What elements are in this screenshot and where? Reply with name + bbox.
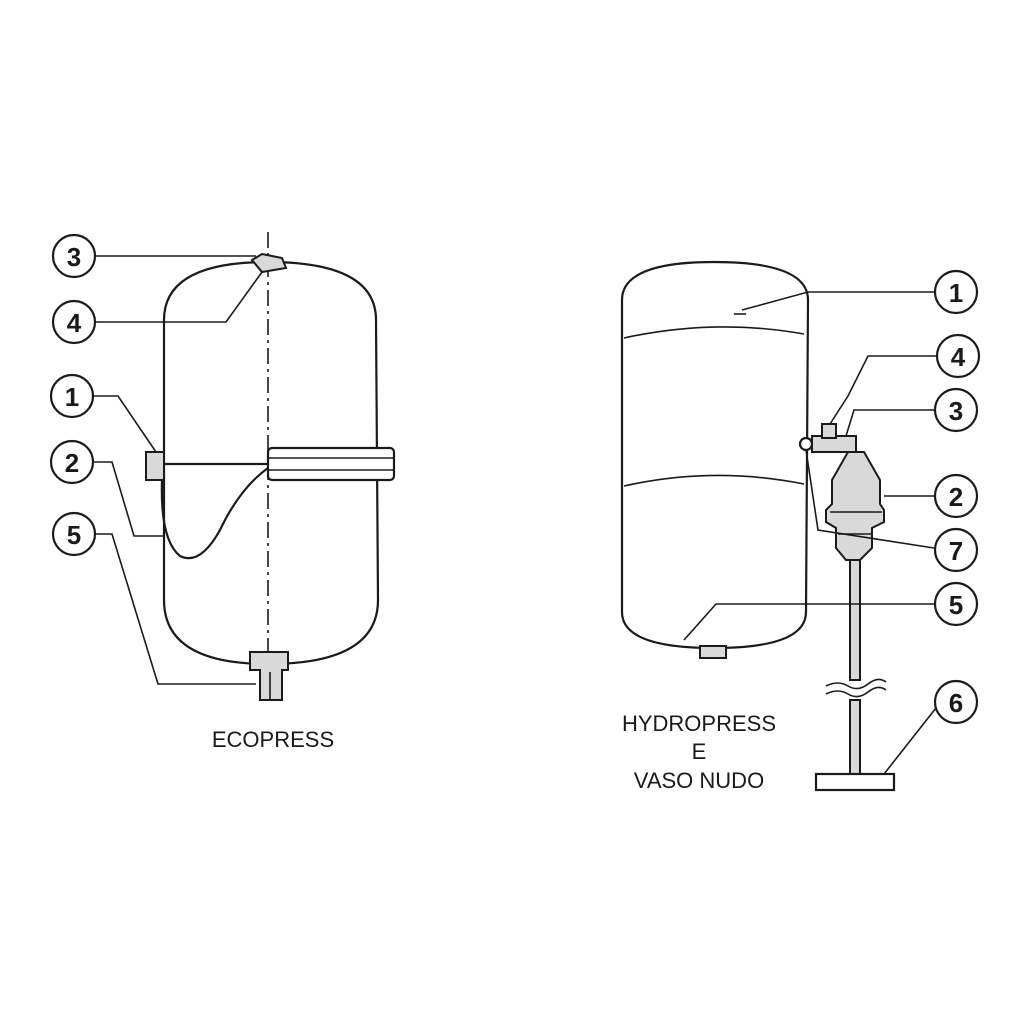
hydropress-callout-1: 1 xyxy=(933,269,979,315)
svg-text:1: 1 xyxy=(949,278,963,308)
ecopress-bottom-connection xyxy=(249,651,289,701)
svg-text:5: 5 xyxy=(949,590,963,620)
hydropress-vessel: 1 4 3 2 7 5 6 HYDROPRESS E VASO NUDO xyxy=(620,260,981,793)
ecopress-bracket xyxy=(145,451,165,481)
svg-text:4: 4 xyxy=(951,342,966,372)
ecopress-leader-5 xyxy=(94,533,256,685)
ecopress-top-valve xyxy=(250,252,288,274)
svg-text:3: 3 xyxy=(949,396,963,426)
svg-text:1: 1 xyxy=(65,382,79,412)
hydropress-leader-1 xyxy=(741,291,934,311)
hydropress-rod-lower xyxy=(849,699,861,777)
svg-text:7: 7 xyxy=(949,536,963,566)
hydropress-leader-6 xyxy=(883,707,937,775)
hydropress-callout-4: 4 xyxy=(935,333,981,379)
hydropress-caption-line-3: VASO NUDO xyxy=(634,768,764,793)
hydropress-tank-body xyxy=(620,260,810,650)
hydropress-callout-6: 6 xyxy=(933,679,979,725)
hydropress-leader-5 xyxy=(683,603,934,641)
ecopress-callout-3: 3 xyxy=(51,233,97,279)
svg-text:6: 6 xyxy=(949,688,963,718)
hydropress-callout-3: 3 xyxy=(933,387,979,433)
svg-text:4: 4 xyxy=(67,308,82,338)
ecopress-leader-4 xyxy=(94,271,263,323)
hydropress-callout-5: 5 xyxy=(933,581,979,627)
ecopress-flange xyxy=(266,446,396,482)
hydropress-bottom-foot xyxy=(699,645,727,659)
hydropress-leader-7 xyxy=(805,449,935,549)
hydropress-fitting-7 xyxy=(798,436,814,452)
ecopress-vessel: 3 4 1 2 5 ECOPRESS xyxy=(49,232,396,752)
hydropress-caption-line-1: HYDROPRESS xyxy=(622,711,776,736)
hydropress-callout-7: 7 xyxy=(933,527,979,573)
hydropress-leader-4 xyxy=(829,355,936,425)
svg-text:3: 3 xyxy=(67,242,81,272)
hydropress-pressure-valve xyxy=(825,451,885,561)
ecopress-leader-1 xyxy=(92,395,157,453)
ecopress-callout-2: 2 xyxy=(49,439,95,485)
svg-text:2: 2 xyxy=(65,448,79,478)
ecopress-callout-4: 4 xyxy=(51,299,97,345)
svg-text:2: 2 xyxy=(949,482,963,512)
hydropress-caption-line-2: E xyxy=(692,739,707,764)
svg-text:5: 5 xyxy=(67,520,81,550)
ecopress-tank-body xyxy=(162,260,380,666)
hydropress-leader-3 xyxy=(845,409,934,437)
hydropress-fitting-4 xyxy=(821,423,837,439)
hydropress-rod-upper xyxy=(849,559,861,681)
ecopress-membrane xyxy=(160,466,270,560)
ecopress-callout-5: 5 xyxy=(51,511,97,557)
hydropress-foot-valve xyxy=(814,772,896,792)
ecopress-leader-2 xyxy=(92,461,164,537)
ecopress-caption: ECOPRESS xyxy=(212,727,334,752)
ecopress-callout-1: 1 xyxy=(49,373,95,419)
hydropress-callout-2: 2 xyxy=(933,473,979,519)
